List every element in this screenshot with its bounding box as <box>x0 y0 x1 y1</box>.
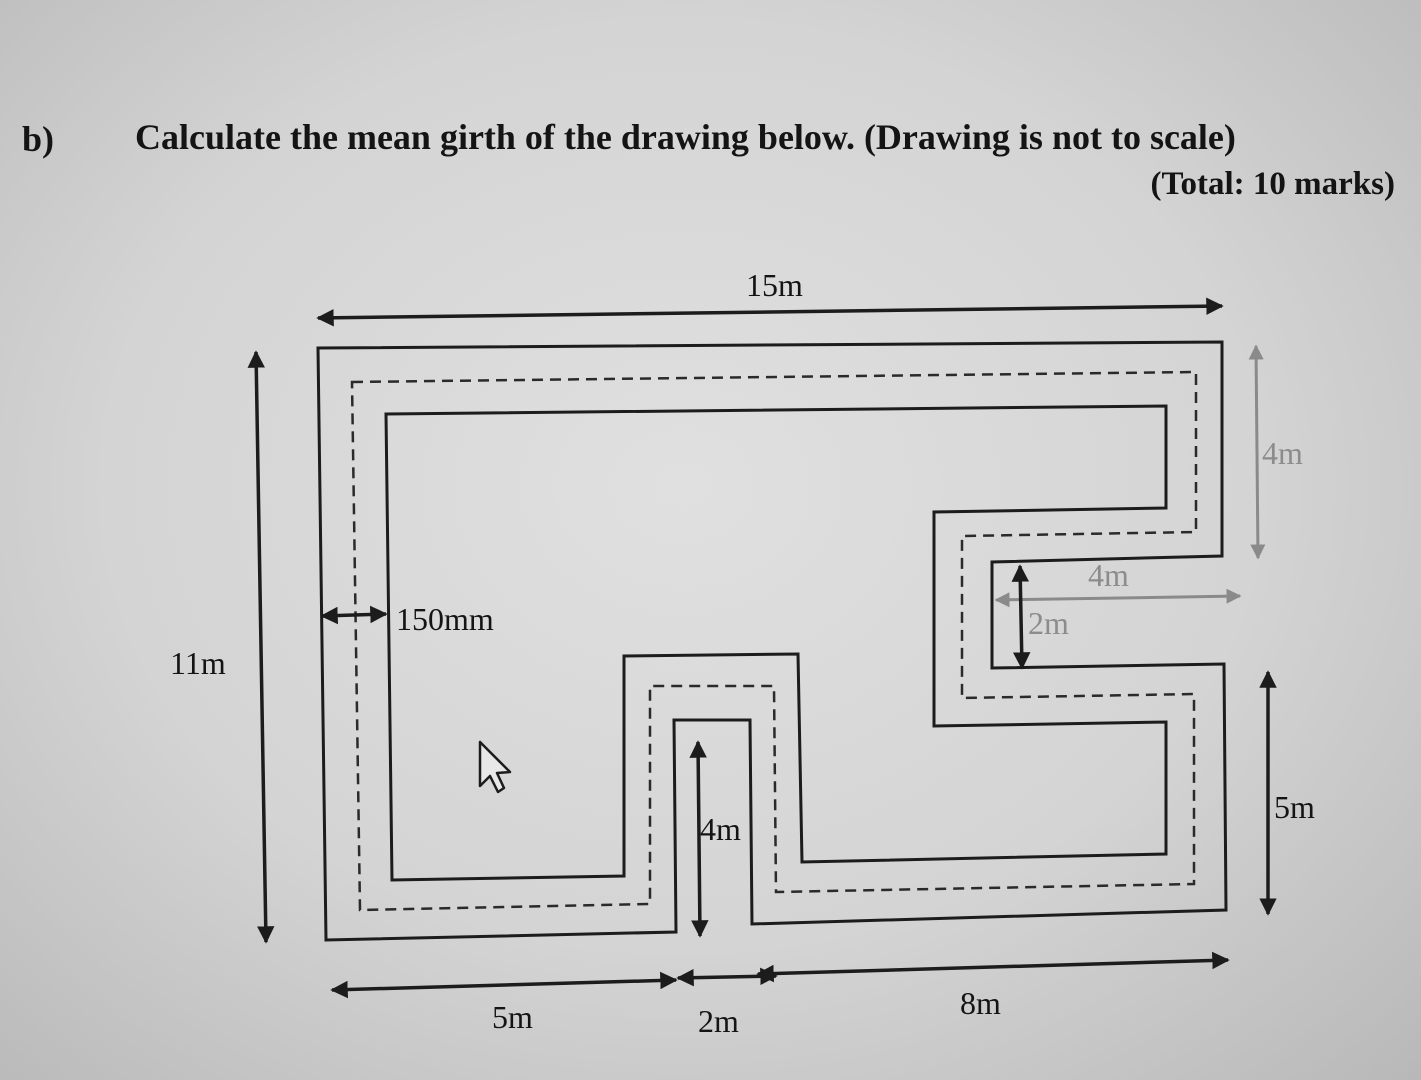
dimension-arrow-2m-bottom <box>676 967 778 987</box>
total-marks: (Total: 10 marks) <box>1150 166 1395 202</box>
center-line <box>350 370 1198 912</box>
outer-wall-outline <box>316 340 1228 942</box>
label-slot-depth: 4m <box>700 811 741 847</box>
label-lower-right-height: 5m <box>1274 789 1315 825</box>
inner-wall-outline <box>384 404 1168 882</box>
dimension-arrow-5m-bottom <box>330 971 678 999</box>
question-label: b) <box>22 119 55 159</box>
label-bottom-left: 5m <box>492 999 533 1035</box>
dimension-arrow-4m-right <box>1248 344 1266 560</box>
label-overall-height: 11m <box>170 645 226 681</box>
dimension-arrow-8m-bottom <box>756 951 1230 983</box>
label-bottom-slot: 2m <box>698 1003 739 1039</box>
label-bottom-right: 8m <box>960 985 1001 1021</box>
label-notch-width: 4m <box>1088 557 1129 593</box>
label-notch-top-height: 4m <box>1262 435 1303 471</box>
label-wall-thickness: 150mm <box>396 601 494 637</box>
dimension-arrow-2m-notch <box>1011 564 1031 670</box>
dimension-arrow-15m <box>316 297 1224 327</box>
dimension-arrow-11m <box>247 350 275 944</box>
question-text: Calculate the mean girth of the drawing … <box>135 117 1236 157</box>
dimension-arrow-4m-slot <box>689 740 709 938</box>
label-notch-height: 2m <box>1028 605 1069 641</box>
mouse-pointer-icon <box>478 740 512 794</box>
dimension-arrow-4m-notch <box>994 588 1242 608</box>
dimension-arrow-150mm <box>320 605 388 625</box>
label-overall-length: 15m <box>746 267 803 303</box>
